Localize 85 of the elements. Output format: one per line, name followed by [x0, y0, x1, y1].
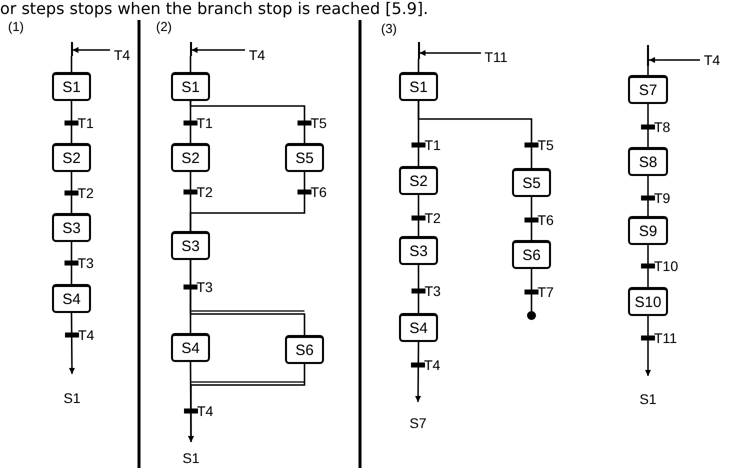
arrow	[188, 362, 194, 442]
edge-label: T2	[78, 186, 94, 200]
step-box: S8	[628, 147, 668, 176]
panel-number: (1)	[8, 20, 24, 33]
flow-line	[190, 260, 306, 335]
edge-label: T6	[310, 185, 327, 199]
flow-line	[647, 104, 649, 147]
flow-line	[530, 269, 532, 311]
step-reference: S1	[176, 442, 206, 466]
step-reference: S1	[57, 374, 87, 408]
arrow	[72, 47, 110, 53]
step-box: S5	[512, 168, 551, 197]
step-reference: T4	[110, 48, 134, 66]
step-box: S2	[171, 143, 210, 172]
step-box: S3	[52, 213, 91, 242]
flow-line	[418, 59, 420, 72]
step-reference: T4	[245, 48, 269, 66]
flow-line	[70, 56, 72, 72]
flow-line	[70, 172, 72, 213]
arrow	[188, 364, 306, 442]
step-box: S4	[171, 333, 210, 362]
step-box: S6	[512, 240, 551, 269]
step-box: S2	[52, 143, 91, 172]
flow-line	[418, 101, 532, 168]
step-reference: T4	[700, 53, 724, 71]
edge-label: T5	[310, 116, 327, 130]
arrow	[192, 47, 245, 53]
flow-line	[530, 197, 532, 240]
edge-label: T4	[78, 328, 94, 342]
edge-label: T4	[197, 404, 214, 418]
flow-line	[70, 242, 72, 284]
step-box: S5	[285, 143, 324, 172]
step-box: S2	[399, 166, 438, 195]
flow-line	[647, 245, 649, 287]
flow-line	[190, 172, 306, 231]
step-box: S1	[171, 72, 210, 101]
step-box: S3	[171, 231, 210, 260]
flow-line	[190, 101, 306, 143]
flow-line	[647, 45, 649, 66]
arrow	[68, 313, 75, 374]
flow-line	[418, 42, 420, 59]
edge-label: T3	[424, 284, 441, 298]
step-box: S4	[52, 284, 91, 313]
edge-label: T5	[538, 138, 554, 152]
step-box: S7	[628, 75, 668, 104]
edge-label: T2	[424, 211, 441, 225]
flow-line	[190, 56, 192, 72]
edge-label: T7	[538, 285, 554, 299]
edge-label: T6	[538, 213, 554, 227]
step-reference: T11	[481, 50, 511, 68]
arrow	[645, 316, 651, 376]
edge-label: T1	[196, 116, 213, 130]
step-box: S9	[628, 216, 668, 245]
step-box: S1	[399, 72, 438, 101]
flow-line	[190, 42, 192, 56]
step-box: S10	[628, 287, 668, 316]
arrow	[415, 342, 422, 402]
edge-label: T11	[654, 331, 678, 345]
edge-label: T3	[78, 256, 94, 270]
flow-line	[418, 265, 420, 313]
arrow	[649, 57, 700, 63]
edge-label: T2	[196, 185, 213, 199]
flow-line	[70, 101, 72, 143]
edge-label: T8	[654, 120, 670, 134]
edge-label: T10	[654, 259, 678, 273]
step-box: S6	[285, 335, 324, 364]
edge-label: T1	[78, 116, 94, 130]
panel-number: (3)	[381, 22, 397, 35]
step-reference: S7	[403, 402, 433, 436]
end-dot	[527, 311, 536, 320]
flow-line	[647, 66, 649, 75]
step-box: S1	[52, 72, 91, 101]
arrow	[420, 50, 481, 56]
edge-label: T3	[196, 280, 213, 294]
flow-line	[647, 176, 649, 216]
edge-label: T9	[654, 191, 670, 205]
step-box: S4	[399, 313, 438, 342]
flow-line	[418, 195, 420, 236]
panel-number: (2)	[156, 20, 172, 33]
edge-label: T1	[424, 138, 441, 152]
step-reference: S1	[633, 376, 663, 408]
flow-line	[70, 42, 72, 56]
caption-text: or steps stops when the branch stop is reached [5.9].	[0, 1, 428, 17]
step-box: S3	[399, 236, 438, 265]
edge-label: T4	[424, 358, 440, 372]
